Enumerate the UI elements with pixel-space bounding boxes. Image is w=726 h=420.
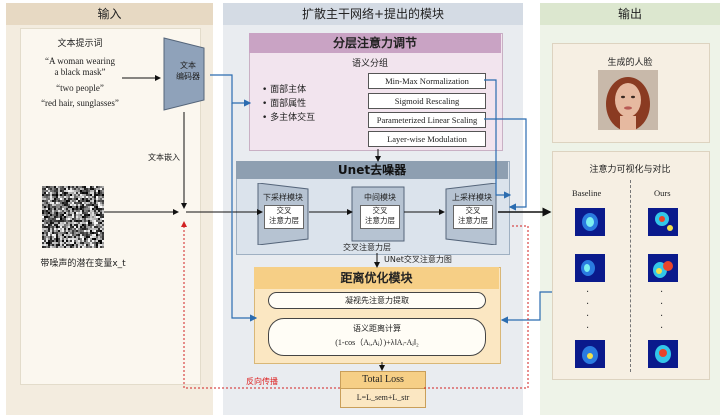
up-cross-attn: 交叉 注意力层 (453, 205, 493, 229)
cross-attn-layer-label: 交叉注意力层 (343, 243, 391, 252)
attention-module-title: 分层注意力调节 (249, 33, 501, 53)
method-sigmoid: Sigmoid Rescaling (368, 93, 486, 109)
semantic-distance-title: 语义距离计算 (353, 324, 401, 333)
method-minmax: Min-Max Normalization (368, 73, 486, 89)
down-cross-attn: 交叉 注意力层 (264, 205, 304, 229)
baseline-label: Baseline (572, 188, 602, 198)
prompt-line: “two people” (56, 83, 104, 93)
ellipsis-dots: ···· (586, 287, 590, 334)
method-linear: Parameterized Linear Scaling (368, 112, 486, 128)
noisy-latent-image (42, 186, 104, 248)
text-encoder-label: 文本 (180, 61, 196, 70)
face-image (598, 70, 658, 130)
group-item: • 面部属性 (262, 99, 307, 109)
ours-attn-map (648, 340, 678, 368)
method-layerwise: Layer-wise Modulation (368, 131, 486, 147)
distance-module-title: 距离优化模块 (254, 267, 499, 289)
up-block-label: 上采样模块 (452, 193, 492, 202)
attention-extraction-item: 凝视先注意力提取 (268, 292, 486, 309)
output-column-header: 输出 (540, 3, 720, 25)
ours-label: Ours (654, 188, 671, 198)
semantic-distance-formula: (1-cos（Aᵢ,Aⱼ）)+λ‖Aᵢ-Aⱼ‖₂ (335, 338, 419, 347)
prompt-line: “A woman wearing (45, 56, 115, 66)
text-encoder-shape (163, 37, 205, 111)
ellipsis-dots: ···· (660, 287, 664, 334)
viz-divider (630, 180, 631, 372)
prompt-line: “red hair, sunglasses” (41, 98, 119, 108)
baseline-attn-map (575, 340, 605, 368)
viz-title: 注意力可视化与对比 (589, 165, 671, 175)
mid-block-label: 中间模块 (364, 193, 396, 202)
middle-column-header: 扩散主干网络+提出的模块 (223, 3, 523, 25)
unet-attn-map-label: UNet交叉注意力图 (384, 255, 452, 264)
group-item: • 面部主体 (262, 85, 307, 95)
noise-label: 带噪声的潜在变量x_t (40, 259, 126, 269)
text-encoder-label: 编码器 (176, 72, 200, 81)
unet-title: Unet去噪器 (236, 161, 508, 179)
semantic-distance-item: 语义距离计算 (1-cos（Aᵢ,Aⱼ）)+λ‖Aᵢ-Aⱼ‖₂ (268, 318, 486, 356)
backprop-label: 反向传播 (246, 377, 278, 386)
generated-face-label: 生成的人脸 (607, 58, 653, 68)
prompt-title: 文本提示词 (57, 39, 103, 49)
down-block-label: 下采样模块 (263, 193, 303, 202)
group-item: • 多主体交互 (262, 113, 316, 123)
baseline-attn-map (575, 254, 605, 282)
input-column-header: 输入 (6, 3, 213, 25)
ours-attn-map (648, 208, 678, 236)
semantic-group-label: 语义分组 (351, 59, 388, 69)
mid-cross-attn: 交叉 注意力层 (360, 205, 400, 229)
total-loss-formula: L=L_sem+L_str (340, 388, 426, 408)
ours-attn-map (648, 254, 678, 282)
baseline-attn-map (575, 208, 605, 236)
text-embed-label: 文本嵌入 (148, 153, 180, 162)
prompt-line: a black mask” (54, 67, 106, 77)
